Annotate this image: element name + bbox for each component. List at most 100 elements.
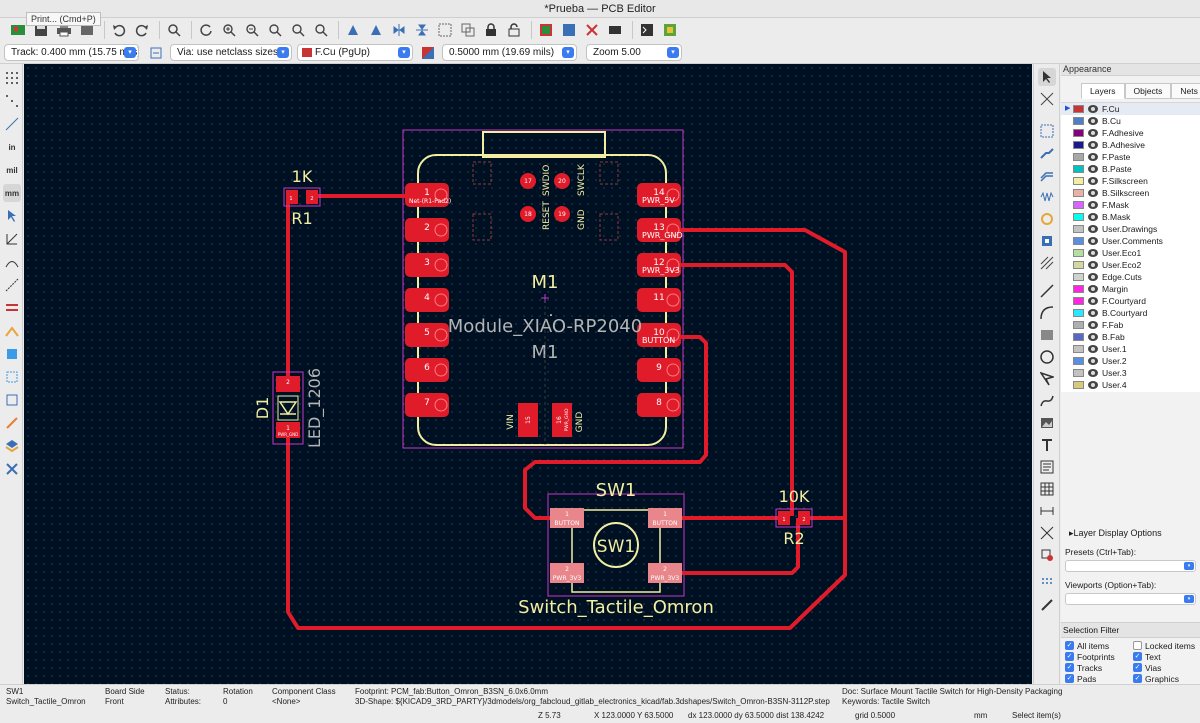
layer-row[interactable]: User.4 — [1061, 379, 1200, 391]
eye-icon[interactable] — [1088, 333, 1098, 341]
layer-color-swatch[interactable] — [1073, 237, 1084, 245]
m1-pad-right[interactable] — [637, 323, 681, 347]
draw-polygon-icon[interactable] — [1038, 370, 1056, 388]
unit-mm-toggle[interactable]: mm — [3, 184, 21, 202]
unlock-icon[interactable] — [504, 20, 524, 40]
zoom-in-icon[interactable] — [219, 20, 239, 40]
eye-icon[interactable] — [1088, 189, 1098, 197]
layer-row[interactable]: B.Silkscreen — [1061, 187, 1200, 199]
layer-color-swatch[interactable] — [1073, 381, 1084, 389]
layer-row[interactable]: B.Fab — [1061, 331, 1200, 343]
plot-icon[interactable] — [77, 20, 97, 40]
m1-pad-left[interactable] — [405, 358, 449, 382]
layer-color-swatch[interactable] — [1073, 285, 1084, 293]
layer-row[interactable]: Margin — [1061, 283, 1200, 295]
layer-color-swatch[interactable] — [1073, 333, 1084, 341]
layer-color-swatch[interactable] — [1073, 321, 1084, 329]
layer-row[interactable]: B.Paste — [1061, 163, 1200, 175]
eye-icon[interactable] — [1088, 105, 1098, 113]
scripting-console-icon[interactable] — [637, 20, 657, 40]
eye-icon[interactable] — [1088, 201, 1098, 209]
layer-color-swatch[interactable] — [1073, 369, 1084, 377]
selection-filter-item[interactable]: ✓Tracks — [1065, 662, 1133, 673]
ratsnest-icon[interactable] — [3, 115, 21, 133]
zoom-selection-icon[interactable] — [311, 20, 331, 40]
undo-icon[interactable] — [109, 20, 129, 40]
layer-color-swatch[interactable] — [1073, 117, 1084, 125]
pcb-canvas[interactable]: 1 2 1K R1 1 2 10K R2 2 1 PWR_GND D1 LED_… — [24, 64, 1032, 684]
m1-pad-right[interactable] — [637, 183, 681, 207]
eye-icon[interactable] — [1088, 369, 1098, 377]
layer-row[interactable]: ▶F.Cu — [1061, 103, 1200, 115]
3d-viewer-icon[interactable] — [605, 20, 625, 40]
layers-icon[interactable] — [3, 437, 21, 455]
selection-filter-item[interactable]: ✓All items — [1065, 640, 1133, 651]
eye-icon[interactable] — [1088, 165, 1098, 173]
layer-color-swatch[interactable] — [1073, 201, 1084, 209]
m1-pad-left[interactable] — [405, 393, 449, 417]
route-track-icon[interactable] — [1038, 144, 1056, 162]
layer-row[interactable]: B.Adhesive — [1061, 139, 1200, 151]
checkbox[interactable]: ✓ — [1133, 663, 1142, 672]
refresh-icon[interactable] — [196, 20, 216, 40]
drc-icon[interactable] — [582, 20, 602, 40]
via-size-select[interactable]: Via: use netclass sizes▾ — [170, 44, 292, 61]
eye-icon[interactable] — [1088, 261, 1098, 269]
layer-row[interactable]: F.Adhesive — [1061, 127, 1200, 139]
find-icon[interactable] — [164, 20, 184, 40]
eye-icon[interactable] — [1088, 249, 1098, 257]
tune-length-icon[interactable] — [1038, 188, 1056, 206]
draw-line-icon[interactable] — [1038, 282, 1056, 300]
layer-row[interactable]: B.Cu — [1061, 115, 1200, 127]
layer-color-swatch[interactable] — [1073, 225, 1084, 233]
polar-coords-icon[interactable] — [3, 92, 21, 110]
add-image-icon[interactable] — [1038, 414, 1056, 432]
selection-filter-item[interactable]: ✓Footprints — [1065, 651, 1133, 662]
add-table-icon[interactable] — [1038, 480, 1056, 498]
selection-filter-item[interactable]: ✓Vias — [1133, 662, 1200, 673]
layer-row[interactable]: F.Mask — [1061, 199, 1200, 211]
eye-icon[interactable] — [1088, 141, 1098, 149]
m1-pad-right[interactable] — [637, 218, 681, 242]
layer-row[interactable]: User.Comments — [1061, 235, 1200, 247]
netlist-icon[interactable] — [536, 20, 556, 40]
layer-color-swatch[interactable] — [1073, 213, 1084, 221]
selection-filter-item[interactable]: ✓Pads — [1065, 673, 1133, 684]
add-rule-area-icon[interactable] — [1038, 254, 1056, 272]
eye-icon[interactable] — [1088, 297, 1098, 305]
selection-filter-item[interactable]: Locked items — [1133, 640, 1200, 651]
grid-toggle-icon[interactable] — [3, 69, 21, 87]
add-zone-icon[interactable] — [1038, 232, 1056, 250]
route-diff-pair-icon[interactable] — [1038, 166, 1056, 184]
layer-row[interactable]: User.Eco1 — [1061, 247, 1200, 259]
draw-arc-icon[interactable] — [1038, 304, 1056, 322]
layer-color-swatch[interactable] — [1073, 153, 1084, 161]
eye-icon[interactable] — [1088, 129, 1098, 137]
net-highlight-icon[interactable] — [3, 276, 21, 294]
layer-color-swatch[interactable] — [1073, 177, 1084, 185]
measure-tool-icon[interactable] — [1038, 596, 1056, 614]
viewports-select[interactable]: ▾ — [1065, 593, 1196, 605]
mirror-h-icon[interactable] — [412, 20, 432, 40]
layer-color-swatch[interactable] — [1073, 249, 1084, 257]
zoom-out-icon[interactable] — [242, 20, 262, 40]
eye-icon[interactable] — [1088, 345, 1098, 353]
unit-mil-toggle[interactable]: mil — [6, 165, 18, 175]
select-icon[interactable] — [1038, 68, 1056, 86]
eye-icon[interactable] — [1088, 153, 1098, 161]
layer-color-swatch[interactable] — [1073, 141, 1084, 149]
layer-color-swatch[interactable] — [1073, 189, 1084, 197]
tab-layers[interactable]: Layers — [1081, 83, 1125, 99]
eye-icon[interactable] — [1088, 321, 1098, 329]
eye-icon[interactable] — [1088, 225, 1098, 233]
checkbox[interactable]: ✓ — [1065, 663, 1074, 672]
rotate-ccw-icon[interactable] — [343, 20, 363, 40]
plugin-icon[interactable] — [660, 20, 680, 40]
redo-icon[interactable] — [132, 20, 152, 40]
checkbox[interactable]: ✓ — [1065, 674, 1074, 683]
grid-origin-icon[interactable] — [1038, 574, 1056, 592]
layer-row[interactable]: F.Courtyard — [1061, 295, 1200, 307]
ratsnest-curved-icon[interactable] — [3, 253, 21, 271]
draw-rectangle-icon[interactable] — [1038, 326, 1056, 344]
grid-size-select[interactable]: 0.5000 mm (19.69 mils)▾ — [442, 44, 577, 61]
